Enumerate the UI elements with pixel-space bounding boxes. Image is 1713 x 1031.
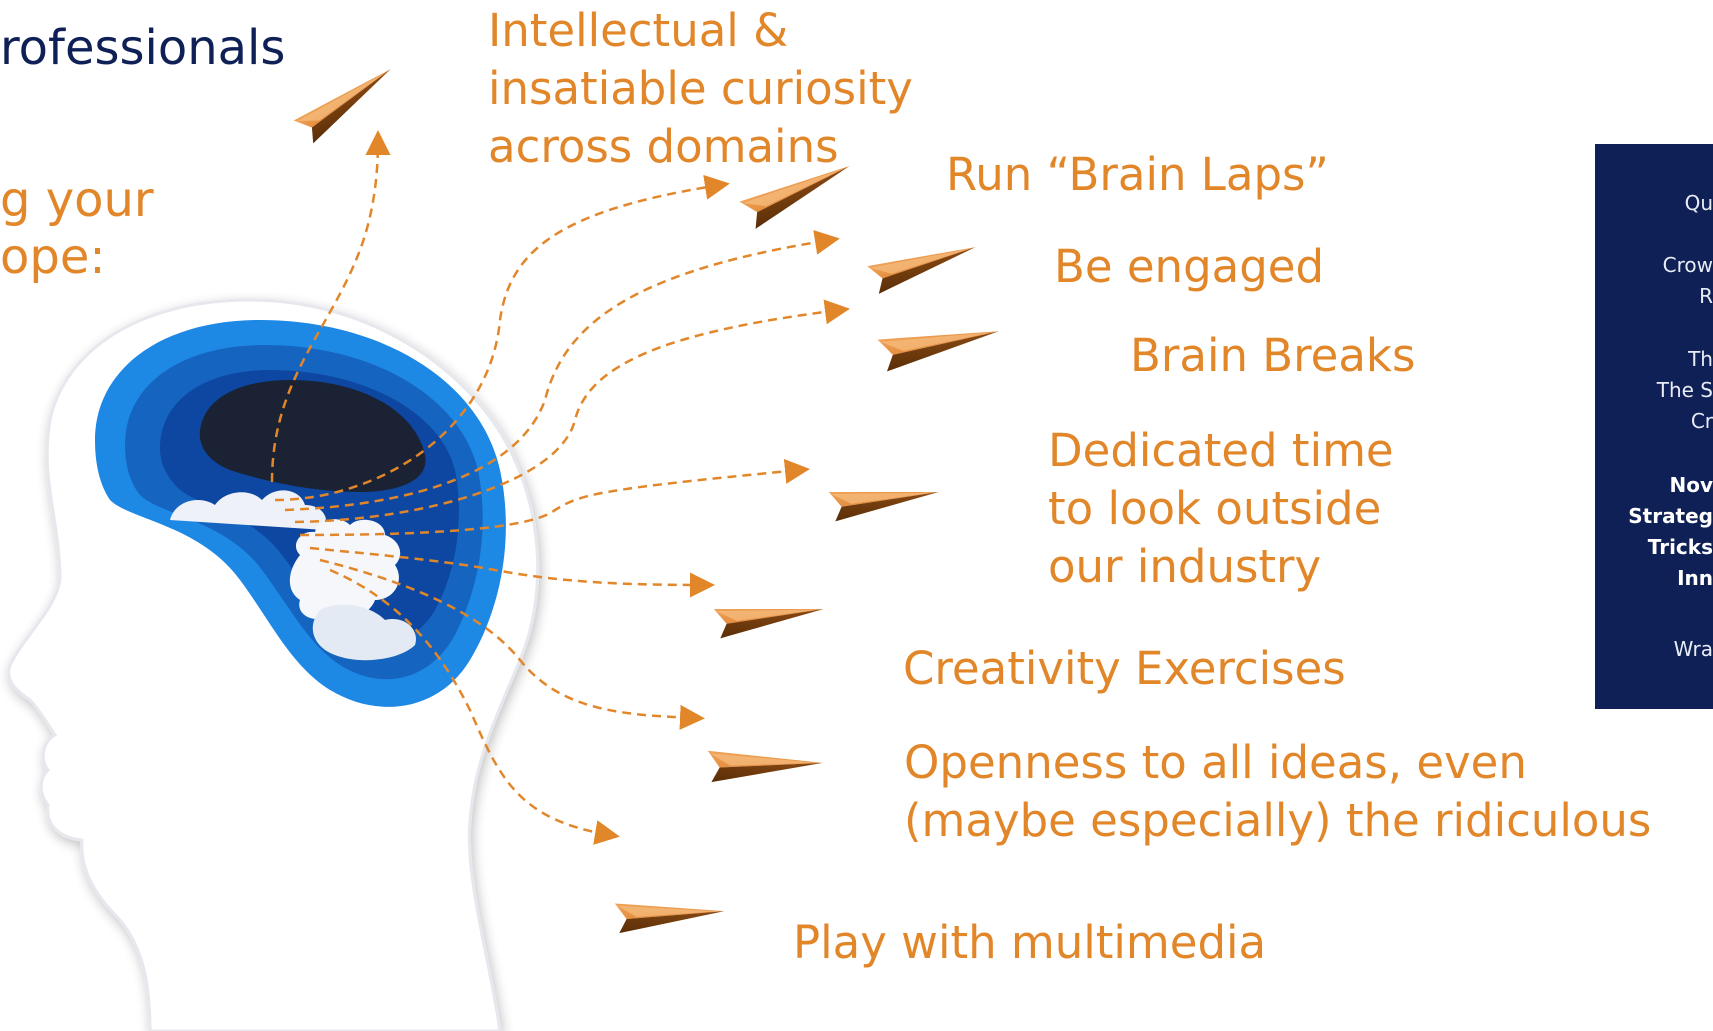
connector-multimedia xyxy=(329,568,620,845)
branch-label-openness: Openness to all ideas, even (maybe espec… xyxy=(904,736,1652,847)
branch-label-dedicated-time: Dedicated time to look outside our indus… xyxy=(1048,424,1394,593)
subtitle-line-1: g your xyxy=(0,172,154,228)
connector-brain-laps xyxy=(274,174,730,502)
branch-label-creativity: Creativity Exercises xyxy=(903,642,1346,695)
paper-plane-icon xyxy=(867,247,976,294)
connector-lines xyxy=(270,130,850,845)
paper-plane-icon xyxy=(707,750,823,783)
connector-brain-breaks xyxy=(294,299,850,524)
agenda-item[interactable]: Wra xyxy=(1673,637,1713,661)
branch-label-multimedia: Play with multimedia xyxy=(793,916,1267,969)
paper-plane-icon xyxy=(713,608,824,639)
branch-label-curiosity: Intellectual & insatiable curiosity acro… xyxy=(488,4,913,173)
connector-curiosity xyxy=(270,130,391,483)
agenda-item[interactable]: Th The S Cr xyxy=(1656,347,1713,433)
connector-engaged xyxy=(284,229,840,512)
paper-plane-icon xyxy=(828,491,939,522)
connector-openness xyxy=(319,558,705,730)
branch-label-brain-laps: Run “Brain Laps” xyxy=(946,148,1329,201)
agenda-item[interactable]: Crow R xyxy=(1662,253,1713,308)
paper-plane-icon xyxy=(877,331,999,372)
connector-creativity xyxy=(309,546,715,598)
subtitle-line-2: ope: xyxy=(0,229,106,285)
connector-dedicated xyxy=(299,458,810,537)
branch-label-engaged: Be engaged xyxy=(1054,240,1325,293)
agenda-item[interactable]: Qu xyxy=(1684,191,1713,215)
agenda-sidebar: Qu Crow R Th The S Cr Nov Strateg Tricks… xyxy=(1595,144,1713,709)
paper-plane-icon xyxy=(293,69,391,144)
page-title: rofessionals xyxy=(0,20,286,76)
agenda-item-current[interactable]: Nov Strateg Tricks Inn xyxy=(1628,473,1713,590)
paper-plane-icon xyxy=(614,903,725,934)
branch-label-brain-breaks: Brain Breaks xyxy=(1130,329,1416,382)
